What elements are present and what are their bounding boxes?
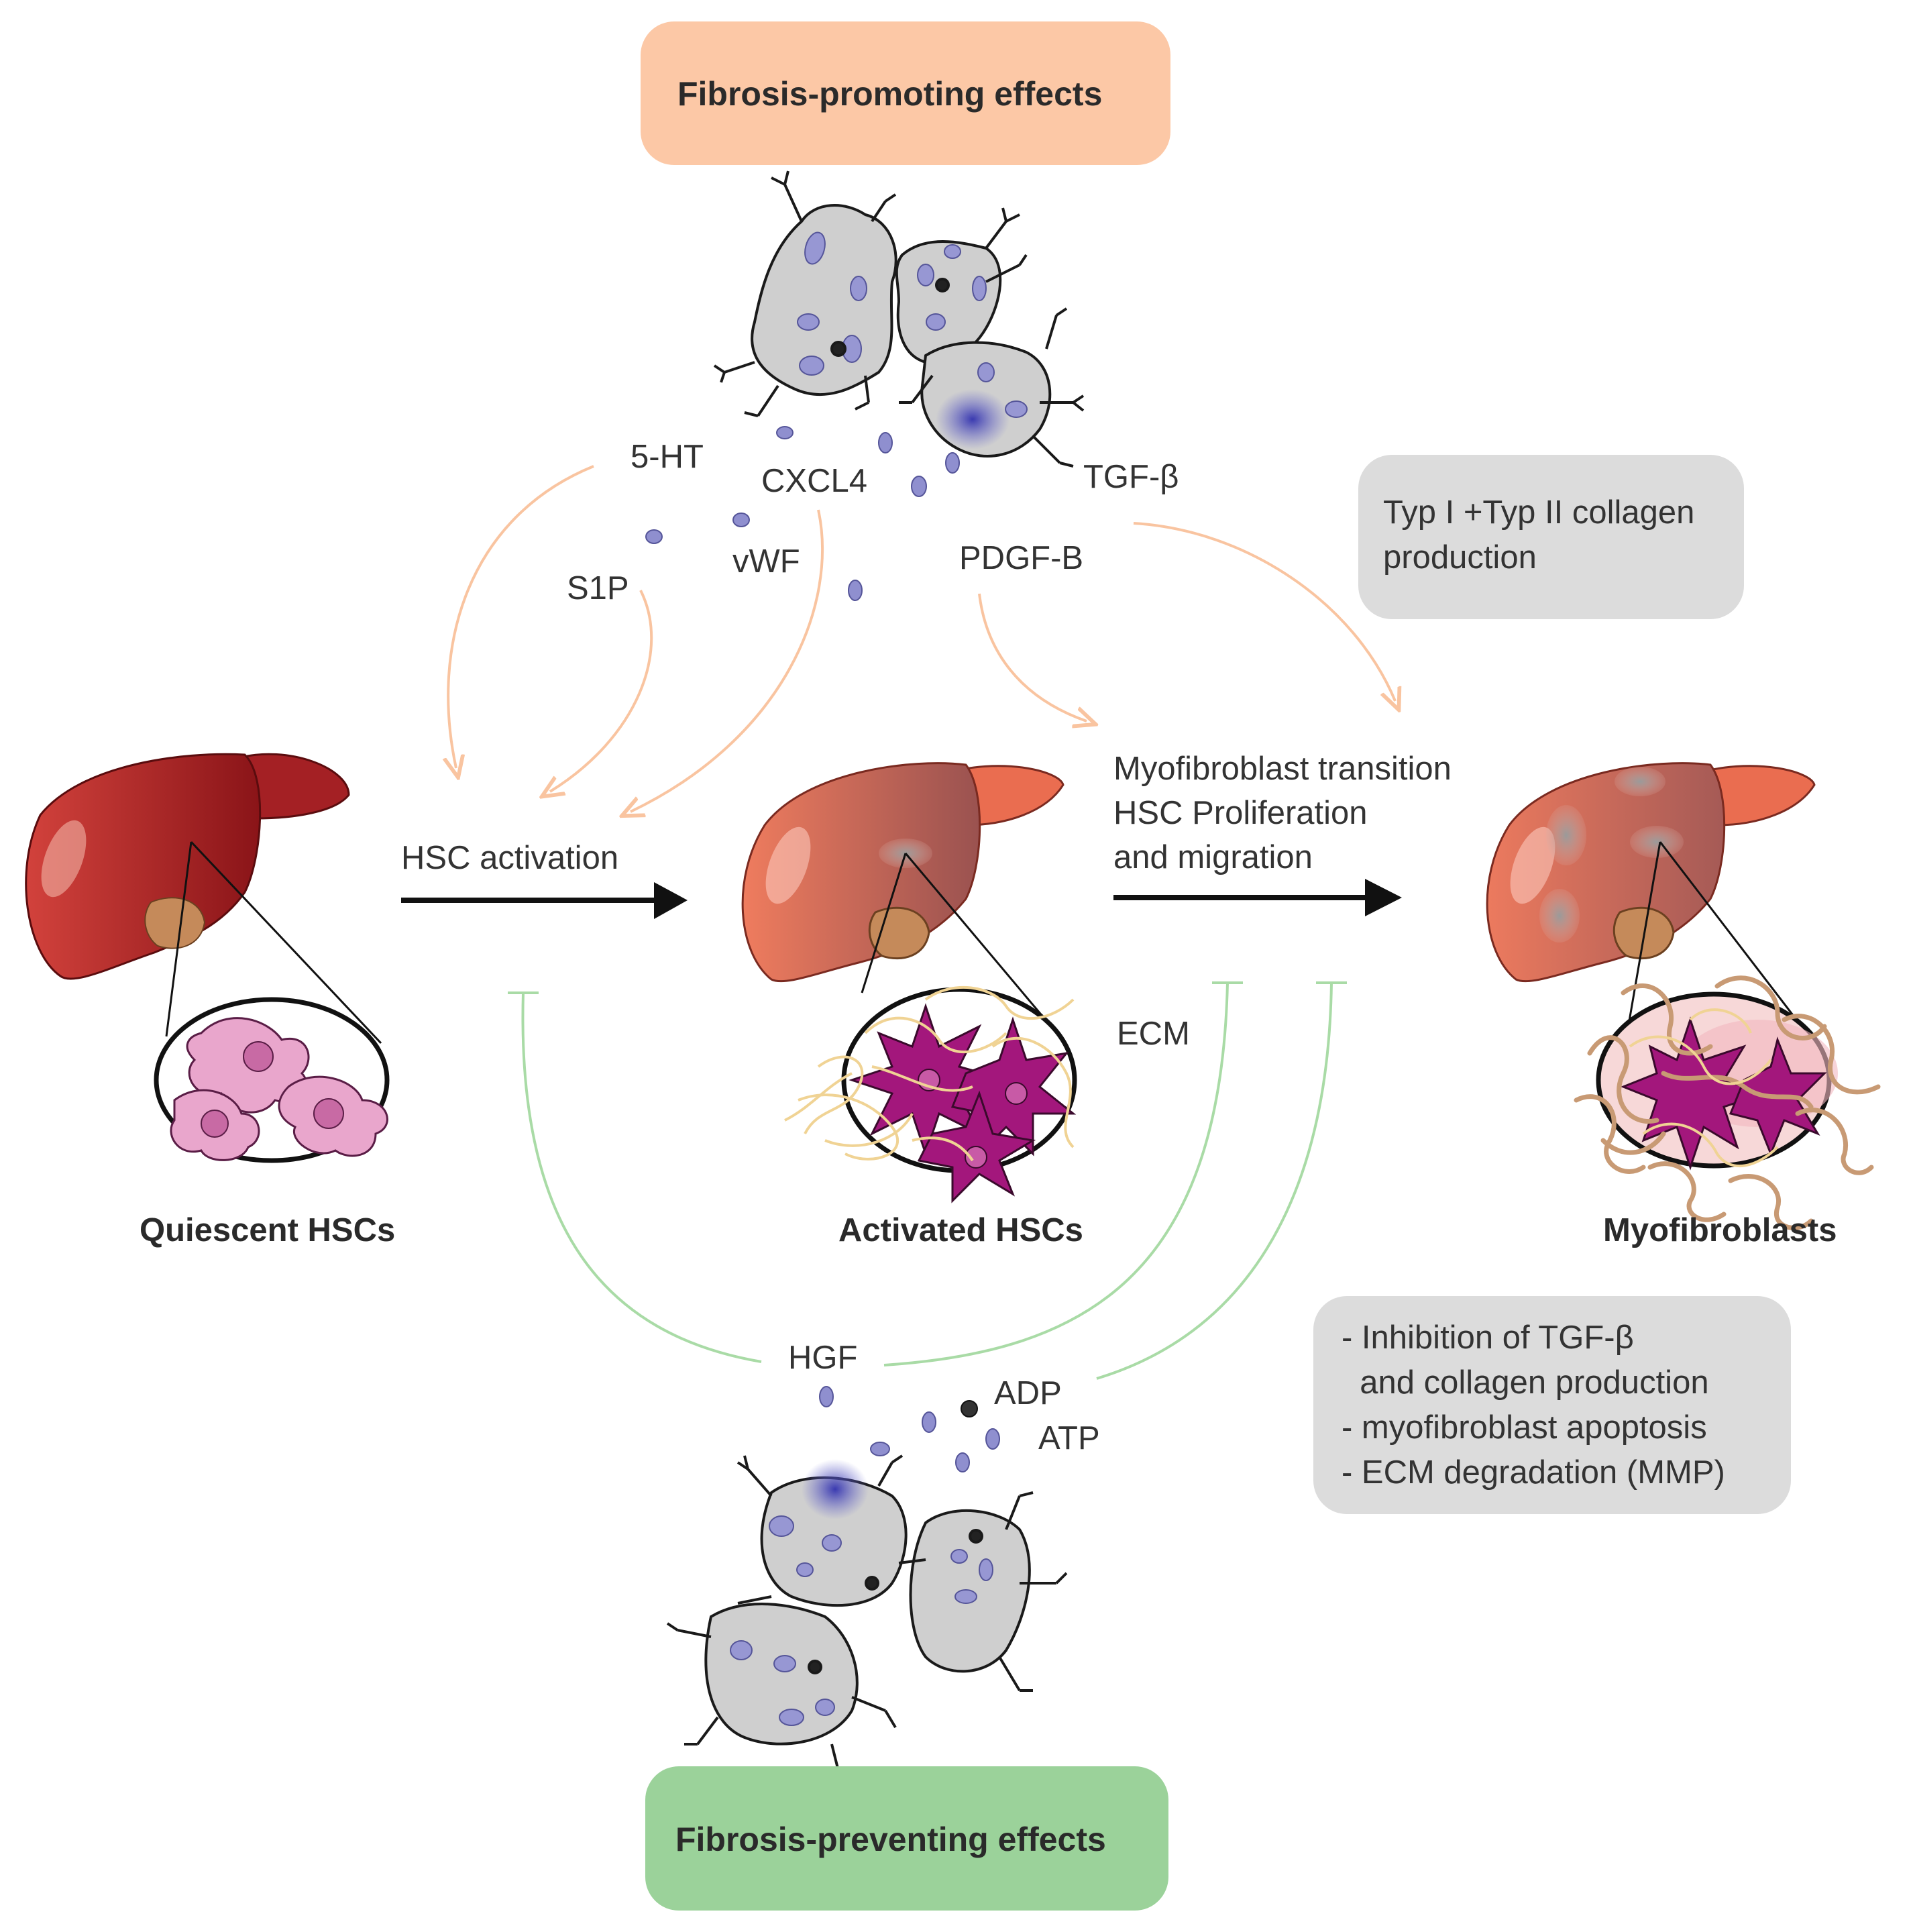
ecm-label: ECM [1117,1016,1190,1052]
fibrosis-preventing-title: Fibrosis-preventing effects [675,1821,1106,1858]
transition-myofib-line1: Myofibroblast transition [1113,751,1452,787]
released-granules-bottom [819,1386,1000,1472]
mediator-vwf: vWF [732,543,800,580]
inhibition-lines [508,981,1347,1380]
liver-activated [741,762,1067,1044]
mediator-cxcl4: CXCL4 [761,463,867,499]
mediator-pdgfb: PDGF-B [959,540,1084,576]
fibrosis-promoting-box-bg [641,21,1170,165]
stage-label-activated: Activated HSCs [838,1212,1083,1248]
collagen-box-line1: Typ I +Typ II collagen [1383,494,1695,531]
mediator-hgf: HGF [788,1340,858,1376]
effects-box-line1: - Inhibition of TGF-β [1342,1320,1634,1356]
stage-label-myofibroblasts: Myofibroblasts [1603,1212,1837,1248]
collagen-box-line2: production [1383,539,1537,576]
effects-box-bg [1313,1296,1791,1514]
mediator-5ht: 5-HT [631,439,704,475]
transition-myofib-line2: HSC Proliferation [1113,795,1368,831]
liver-quiescent [25,753,382,1044]
liver-myofibroblast [1486,762,1816,1044]
platelet-cluster-promoting [713,170,1085,468]
effects-box-line4: - ECM degradation (MMP) [1342,1454,1725,1491]
mediator-atp: ATP [1038,1420,1100,1456]
released-granules-top [645,426,960,601]
transition-arrows [401,879,1402,919]
platelet-cluster-preventing [666,1454,1068,1782]
myofibroblast-inset [1574,975,1881,1230]
promoting-arrows [448,465,1395,812]
transition-hsc-activation: HSC activation [401,840,619,876]
transition-myofib-line3: and migration [1113,839,1313,875]
collagen-box-bg [1358,455,1744,619]
fibrosis-promoting-title: Fibrosis-promoting effects [677,75,1103,113]
mediator-adp: ADP [994,1375,1062,1411]
effects-box-line2: and collagen production [1342,1364,1709,1401]
stage-label-quiescent: Quiescent HSCs [140,1212,396,1248]
quiescent-hsc-inset [154,997,390,1163]
effects-box-line3: - myofibroblast apoptosis [1342,1409,1707,1446]
mediator-s1p: S1P [567,570,629,606]
mediator-tgfb: TGF-β [1083,459,1179,495]
fibrosis-preventing-box-bg [645,1766,1168,1911]
activated-hsc-inset [784,985,1077,1203]
